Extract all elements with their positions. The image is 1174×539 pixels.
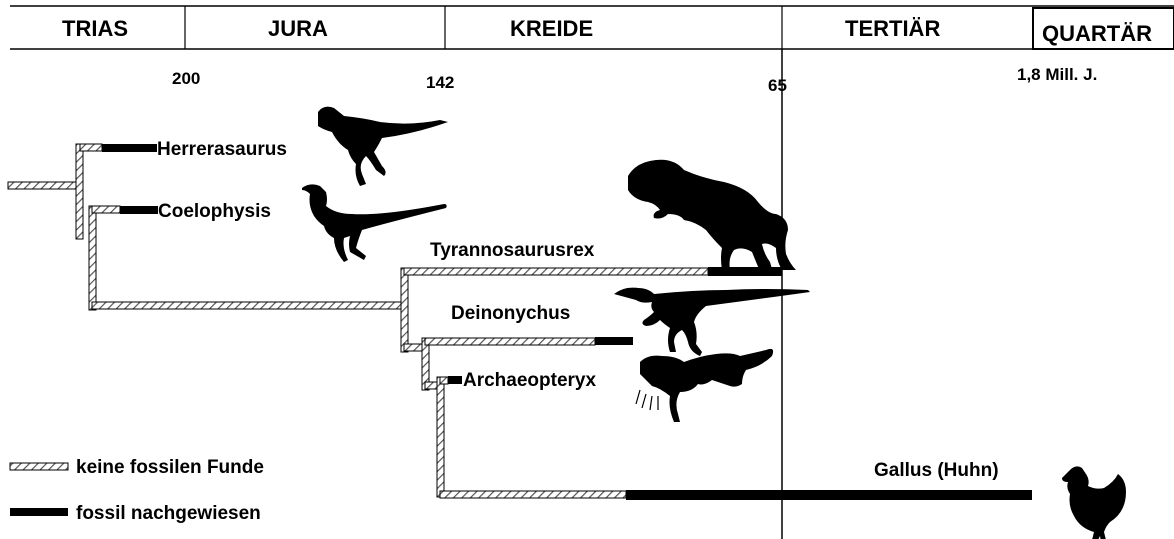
branch-node-5 — [437, 377, 444, 497]
legend-no-fossils: keine fossilen Funde — [76, 457, 264, 478]
branch-to-theropods — [92, 302, 408, 309]
branch-deinonychus-hatched — [425, 338, 595, 345]
label-archaeopteryx: Archaeopteryx — [463, 370, 596, 391]
bar-gallus — [626, 490, 1032, 500]
period-tertiaer: TERTIÄR — [845, 16, 940, 41]
coelophysis-silhouette-icon — [302, 184, 447, 262]
legend: keine fossilen Funde fossil nachgewiesen — [10, 457, 264, 524]
branch-gallus-hatched — [440, 491, 626, 498]
period-kreide: KREIDE — [510, 16, 593, 41]
time-mark-1-8: 1,8 Mill. J. — [1017, 65, 1097, 84]
branch-herrerasaurus-hatched — [80, 144, 102, 151]
branch-node-2 — [89, 206, 96, 310]
branch-root — [8, 182, 80, 189]
herrerasaurus-silhouette-icon — [318, 107, 448, 186]
bar-deinonychus — [595, 337, 633, 345]
branch-archaeopteryx-hatched — [440, 377, 448, 384]
deinonychus-silhouette-icon — [614, 288, 810, 356]
period-trias: TRIAS — [62, 16, 128, 41]
phylogeny-tree — [8, 144, 708, 498]
gallus-silhouette-icon — [1062, 466, 1126, 539]
tyrannosaurus-silhouette-icon — [628, 160, 796, 276]
time-mark-200: 200 — [172, 69, 200, 88]
period-jura: JURA — [268, 16, 328, 41]
bar-archaeopteryx — [448, 376, 462, 384]
time-mark-65: 65 — [768, 76, 787, 95]
label-deinonychus: Deinonychus — [451, 303, 570, 324]
label-gallus: Gallus (Huhn) — [874, 460, 999, 481]
legend-fossil-proven: fossil nachgewiesen — [76, 503, 261, 524]
bar-herrerasaurus — [102, 144, 157, 152]
branch-node-1 — [76, 144, 83, 239]
bar-coelophysis — [120, 206, 158, 214]
legend-hatched-swatch — [10, 463, 68, 470]
branch-node-3 — [401, 268, 408, 352]
time-mark-142: 142 — [426, 73, 454, 92]
taxon-labels: Herrerasaurus Coelophysis Tyrannosaurusr… — [157, 139, 999, 481]
label-herrerasaurus: Herrerasaurus — [157, 139, 287, 160]
label-tyrannosaurus: Tyrannosaurusrex — [430, 240, 595, 261]
branch-tyrannosaurus-hatched — [404, 268, 708, 275]
legend-solid-swatch — [10, 508, 68, 516]
branch-coelophysis-hatched — [92, 206, 120, 213]
archaeopteryx-silhouette-icon — [636, 349, 773, 422]
label-coelophysis: Coelophysis — [158, 201, 271, 222]
time-header: TRIAS JURA KREIDE TERTIÄR QUARTÄR 200 14… — [10, 6, 1174, 95]
period-quartaer: QUARTÄR — [1042, 21, 1152, 46]
